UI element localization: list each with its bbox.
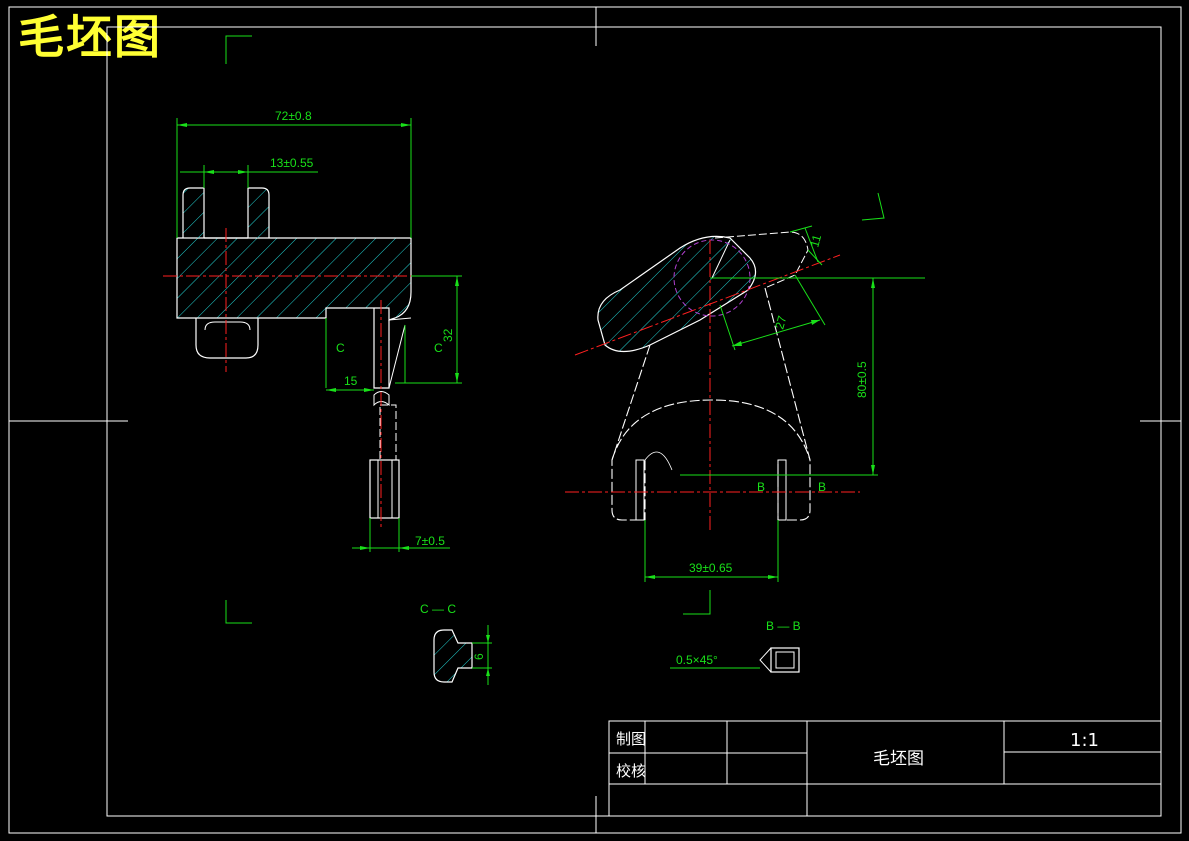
section-bb-label: B — B: [766, 619, 801, 633]
fork-left-leg: [611, 344, 651, 521]
shank-end: [369, 459, 400, 519]
left-lug: [182, 187, 205, 238]
dim-height-32: 32: [441, 328, 455, 342]
corner-marks: [225, 35, 885, 624]
outer-frame: [8, 6, 1182, 834]
section-b-left: B: [757, 480, 765, 494]
dim-fork-span: 39±0.65: [689, 561, 733, 575]
left-dimension-lines: [176, 118, 462, 552]
dim-chamfer: 0.5×45°: [676, 653, 718, 667]
dim-section-height: 6: [472, 653, 486, 660]
lower-boss: [195, 318, 259, 359]
fork-arm-outline: [714, 231, 809, 289]
title-block: [608, 720, 1162, 817]
section-c-right: C: [434, 341, 443, 355]
tb-checked-by: 校核: [616, 762, 646, 780]
fork-inner-arc: [611, 399, 811, 461]
fork-arm-section: [597, 235, 757, 353]
dim-thickness: 7±0.5: [415, 534, 445, 548]
tb-scale: 1:1: [1070, 730, 1099, 751]
dim-fork-height: 80±0.5: [855, 361, 869, 398]
right-lug: [247, 187, 270, 238]
dim-slot-width: 13±0.55: [270, 156, 314, 170]
section-bb-outer: [770, 647, 800, 673]
right-dimension-arrows: [645, 278, 875, 579]
tb-drawing-name: 毛坯图: [873, 749, 924, 769]
section-cc-shape: [433, 629, 473, 683]
left-dimension-arrows: [177, 123, 459, 550]
dim-arm-thickness: 11: [807, 233, 824, 249]
dim-width-total: 72±0.8: [275, 109, 312, 123]
dim-width-15: 15: [344, 374, 358, 388]
section-bb: B — B 0.5×45°: [670, 619, 801, 673]
left-view: C C 72: [163, 109, 462, 552]
right-dimension-lines: [644, 225, 925, 582]
section-cc: C — C 6: [420, 602, 492, 685]
fork-right-leg: [764, 287, 811, 521]
section-b-right: B: [818, 480, 826, 494]
left-body-section: [176, 237, 412, 321]
tb-drawn-by: 制图: [616, 730, 646, 748]
right-view: 80±0.5 39±0.65 27 11 B B: [565, 225, 925, 582]
inner-frame: [106, 26, 1162, 817]
section-cc-label: C — C: [420, 602, 456, 616]
drawing-title: 毛坯图: [18, 10, 162, 64]
centering-marks: [9, 7, 1181, 833]
dim-arm-length: 27: [772, 314, 789, 331]
section-c-left: C: [336, 341, 345, 355]
